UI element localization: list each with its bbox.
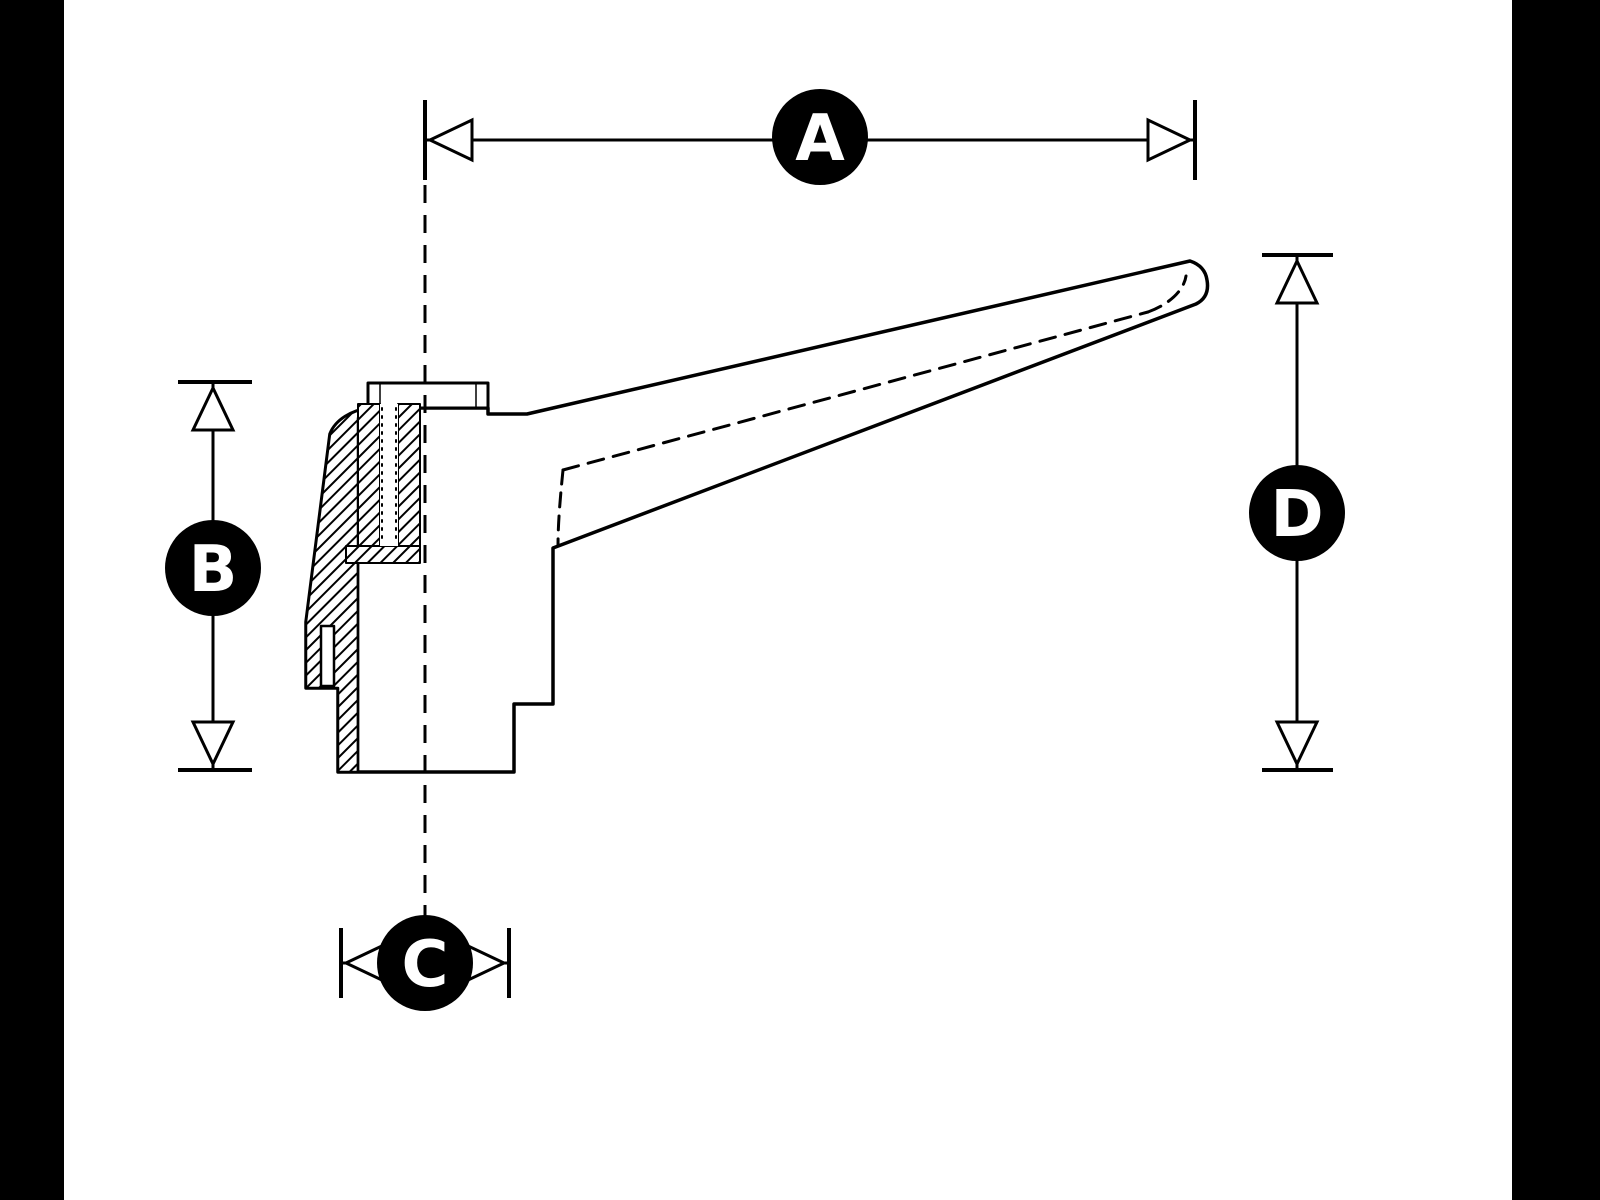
lever-part — [304, 259, 1210, 774]
dimension-a: A — [423, 89, 1197, 185]
hidden-edge-arm-tip — [1146, 274, 1188, 314]
letterbox-right — [1512, 0, 1600, 1200]
top-cap — [366, 381, 490, 410]
dimension-d: D — [1249, 253, 1345, 772]
wall-slot — [319, 624, 336, 688]
dimension-b-arrow-up — [190, 384, 236, 432]
dimension-c-badge — [377, 915, 473, 1011]
dimension-d-label: D — [1270, 478, 1323, 552]
threaded-hole — [380, 404, 398, 546]
dimension-c-label: C — [402, 928, 449, 1002]
dimension-d-arrow-down — [1274, 720, 1320, 768]
dimension-b: B — [165, 380, 261, 772]
section-hatch-bushing-flange — [345, 545, 421, 564]
dimension-a-label: A — [795, 102, 845, 176]
section-hatch-bushing-right — [397, 403, 421, 547]
dimension-a-arrow-left — [426, 117, 474, 163]
dimension-a-badge — [772, 89, 868, 185]
dimension-d-arrow-up — [1274, 257, 1320, 305]
hidden-edge-arm-root — [556, 468, 565, 548]
dimension-d-badge — [1249, 465, 1345, 561]
dimension-b-arrow-down — [190, 720, 236, 768]
section-hatch-bushing-left — [357, 403, 381, 547]
letterbox-left — [0, 0, 64, 1200]
dimension-b-badge — [165, 520, 261, 616]
dimension-c: C — [339, 915, 511, 1011]
hidden-edge-arm — [561, 310, 1150, 472]
dimension-b-label: B — [189, 533, 238, 607]
dimension-a-arrow-right — [1146, 117, 1194, 163]
